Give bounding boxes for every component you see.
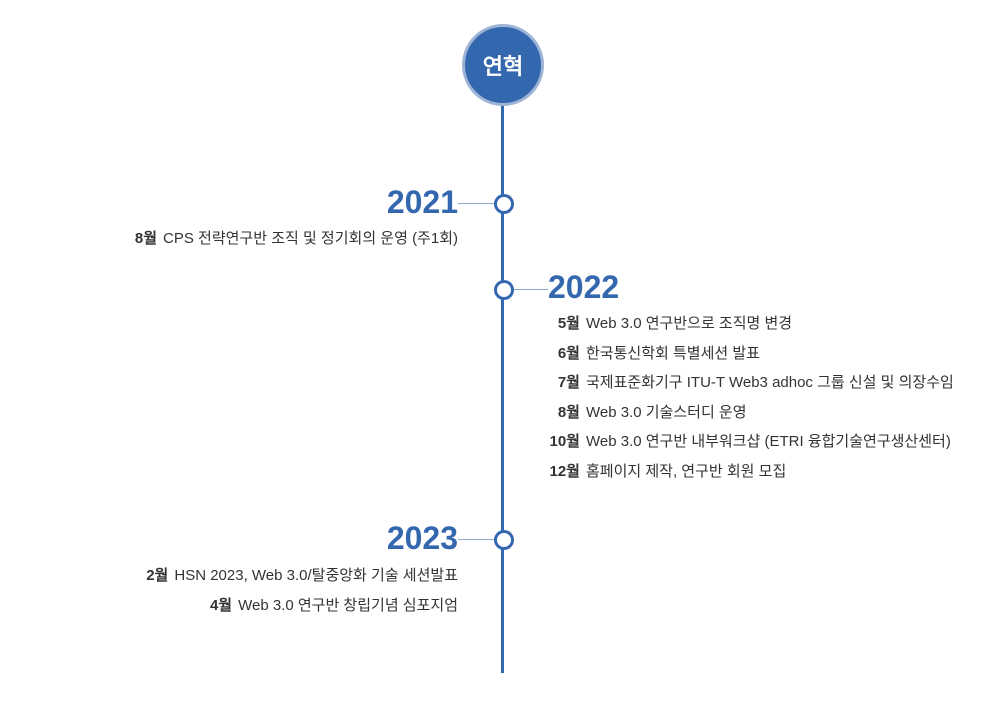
item-text: 한국통신학회 특별세션 발표 [586, 344, 760, 362]
list-item: 7월 국제표준화기구 ITU-T Web3 adhoc 그룹 신설 및 의장수임 [540, 368, 954, 398]
history-title: 연혁 [482, 54, 524, 79]
items-2021: 8월 CPS 전략연구반 조직 및 정기회의 운영 (주1회) [135, 224, 458, 254]
list-item: 2월 HSN 2023, Web 3.0/탈중앙화 기술 세션발표 [146, 561, 458, 591]
month: 7월 [557, 374, 580, 391]
year-2021: 2021 [386, 184, 458, 220]
month: 6월 [557, 344, 580, 362]
month: 4월 [209, 596, 233, 614]
connector-2022 [510, 289, 548, 290]
item-text: Web 3.0 연구반 창립기념 심포지엄 [238, 596, 458, 614]
month: 12월 [549, 462, 581, 480]
month: 10월 [549, 433, 581, 450]
timeline-node-2021 [494, 194, 514, 214]
timeline-line [501, 100, 504, 673]
connector-2023 [458, 539, 496, 540]
list-item: 6월 한국통신학회 특별세션 발표 [540, 339, 954, 369]
item-text: HSN 2023, Web 3.0/탈중앙화 기술 세션발표 [174, 567, 458, 584]
list-item: 4월 Web 3.0 연구반 창립기념 심포지엄 [146, 591, 458, 621]
list-item: 12월 홈페이지 제작, 연구반 회원 모집 [540, 457, 954, 487]
list-item: 10월 Web 3.0 연구반 내부워크샵 (ETRI 융합기술연구생산센터) [540, 427, 954, 457]
item-text: CPS 전략연구반 조직 및 정기회의 운영 (주1회) [163, 230, 458, 247]
timeline-node-2022 [494, 280, 514, 300]
connector-2021 [458, 203, 496, 204]
timeline-node-2023 [494, 530, 514, 550]
month: 2월 [146, 567, 169, 584]
year-2022: 2022 [548, 269, 620, 305]
history-title-badge: 연혁 [462, 24, 544, 106]
list-item: 5월 Web 3.0 연구반으로 조직명 변경 [540, 309, 954, 339]
year-2023: 2023 [386, 520, 458, 556]
item-text: 국제표준화기구 ITU-T Web3 adhoc 그룹 신설 및 의장수임 [586, 374, 954, 391]
item-text: Web 3.0 기술스터디 운영 [586, 403, 747, 421]
month: 5월 [557, 315, 580, 332]
month: 8월 [557, 403, 580, 421]
month: 8월 [134, 230, 158, 247]
list-item: 8월 CPS 전략연구반 조직 및 정기회의 운영 (주1회) [135, 224, 458, 254]
item-text: 홈페이지 제작, 연구반 회원 모집 [586, 462, 787, 480]
item-text: Web 3.0 연구반 내부워크샵 (ETRI 융합기술연구생산센터) [586, 433, 951, 450]
items-2023: 2월 HSN 2023, Web 3.0/탈중앙화 기술 세션발표 4월 Web 3… [146, 561, 458, 620]
list-item: 8월 Web 3.0 기술스터디 운영 [540, 398, 954, 428]
item-text: Web 3.0 연구반으로 조직명 변경 [586, 315, 793, 332]
